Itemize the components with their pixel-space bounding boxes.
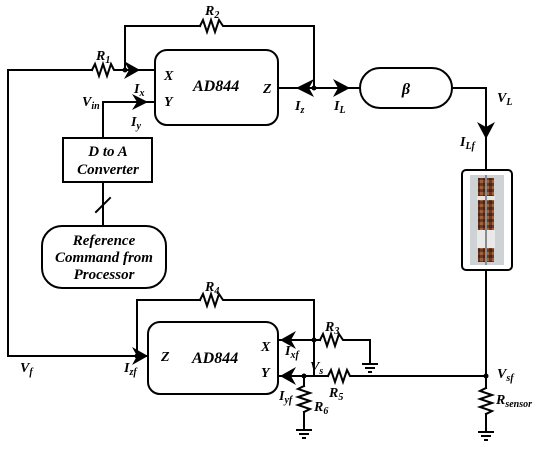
- ground-icon: [478, 431, 494, 441]
- ixf-label: Ixf: [284, 344, 300, 361]
- ix-arrow-icon: [124, 61, 140, 79]
- r2-resistor: [198, 16, 227, 36]
- dac-label-line1: D to A: [87, 144, 127, 160]
- r5-resistor: [326, 366, 353, 386]
- ilf-arrow-icon: [477, 122, 495, 139]
- ixf-arrow-icon: [280, 331, 296, 349]
- r6-resistor: [294, 384, 314, 414]
- r3-ground-wire: [345, 339, 371, 365]
- r3-resistor: [318, 330, 347, 350]
- beta-output-wire: [451, 87, 487, 171]
- il-label: IL: [333, 99, 346, 116]
- ground-icon: [296, 429, 312, 439]
- vf-feedback-wire: [7, 69, 149, 357]
- r2-left-wire: [124, 25, 201, 71]
- junction-dot: [134, 353, 140, 359]
- dac-box: [62, 137, 153, 183]
- bottom-z-pin-label: Z: [160, 350, 170, 365]
- reference-box: [41, 225, 167, 289]
- arrows: [124, 61, 495, 385]
- vin-wire: [102, 101, 156, 139]
- junctions: [122, 67, 489, 379]
- iy-label: Iy: [130, 115, 141, 132]
- vs-label: Vs: [310, 360, 323, 377]
- junction-dot: [122, 67, 128, 73]
- il-arrow-icon: [333, 79, 350, 97]
- labels: AD844 X Y Z AD844 Z X Y D to A Converter…: [20, 4, 532, 417]
- bottom-y-pin-label: Y: [261, 366, 271, 381]
- r1-label: R1: [95, 49, 110, 66]
- junction-dot: [311, 85, 317, 91]
- top-y-pin-label: Y: [164, 95, 174, 110]
- beta-label: β: [401, 81, 411, 98]
- r3-label: R3: [324, 320, 339, 337]
- junction-dot: [483, 373, 489, 379]
- izf-label: Izf: [123, 361, 138, 378]
- vin-label: Vin: [82, 95, 100, 112]
- yf-arrow-icon: [280, 367, 296, 385]
- opamp-bottom-label: AD844: [191, 350, 238, 367]
- top-x-pin-label: X: [163, 69, 174, 84]
- top-z-pin-label: Z: [262, 82, 272, 97]
- rsensor-label: Rsensor: [495, 393, 532, 410]
- blocks: [41, 49, 513, 395]
- reference-label-line1: Reference: [72, 233, 136, 249]
- beta-box: [359, 67, 453, 109]
- resistors: [90, 16, 496, 416]
- opamp-top-box: [154, 49, 279, 126]
- junction-dot: [311, 337, 317, 343]
- iz-arrow-icon: [296, 79, 314, 97]
- load-coil-image: [470, 175, 504, 265]
- junction-dot: [301, 373, 307, 379]
- iyf-label: Iyf: [278, 389, 294, 406]
- ilf-label: ILf: [459, 135, 477, 152]
- vl-label: VL: [497, 91, 512, 108]
- bus-slash: [94, 196, 112, 214]
- vf-label: Vf: [20, 361, 34, 378]
- bottom-x-pin-label: X: [260, 340, 271, 355]
- opamp-bottom-box: [147, 321, 279, 395]
- r4-resistor: [198, 290, 227, 310]
- reference-label-line2: Command from: [55, 250, 153, 266]
- grounds: [296, 363, 494, 441]
- r2-label: R2: [204, 4, 219, 21]
- iy-arrow-icon: [132, 94, 148, 110]
- iz-label: Iz: [294, 99, 304, 116]
- r5-label: R5: [328, 386, 343, 403]
- r4-label: R4: [204, 280, 219, 297]
- r2-right-wire: [225, 25, 315, 89]
- vsf-label: Vsf: [497, 367, 515, 384]
- r4-right-wire: [225, 299, 315, 377]
- r6-label: R6: [313, 400, 328, 417]
- rsensor-resistor: [476, 386, 496, 416]
- reference-label-line3: Processor: [74, 267, 135, 283]
- r4-left-wire: [136, 299, 201, 357]
- ground-icon: [362, 363, 378, 373]
- dac-label-line2: Converter: [77, 162, 139, 178]
- izf-arrow-icon: [132, 347, 148, 365]
- ix-label: Ix: [133, 82, 144, 99]
- opamp-top-label: AD844: [192, 78, 239, 95]
- r1-resistor: [90, 60, 117, 80]
